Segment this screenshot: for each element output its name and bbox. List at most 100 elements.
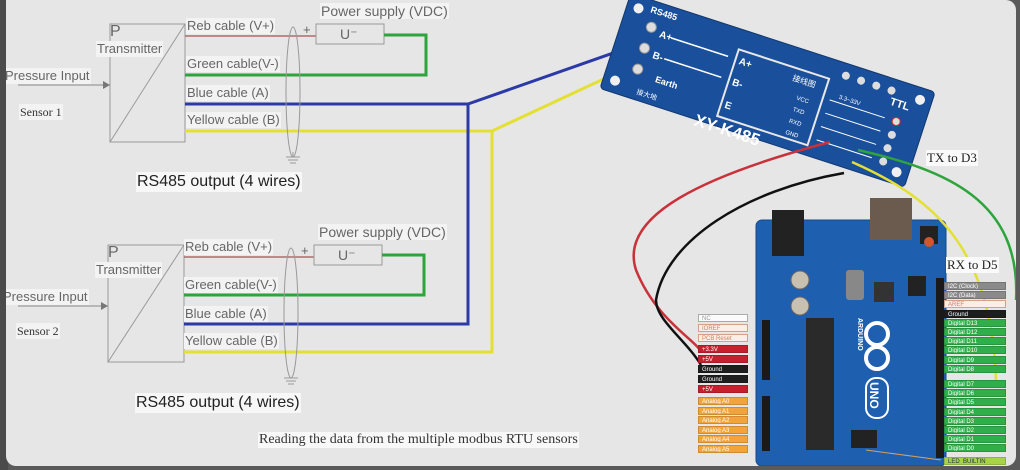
plus-sign: + bbox=[303, 22, 311, 37]
pin-label: Ground bbox=[698, 365, 748, 373]
arduino-brand: ARDUINO bbox=[856, 318, 863, 351]
arduino-uno-board: ARDUINO UNO bbox=[755, 198, 947, 466]
transmitter-diagonal bbox=[107, 244, 185, 363]
arrow-head bbox=[103, 81, 110, 89]
shield-ellipse bbox=[285, 26, 301, 158]
terminal-a bbox=[645, 21, 657, 33]
tx-wire bbox=[857, 148, 1016, 300]
svg-text:B-: B- bbox=[731, 77, 744, 91]
digital-header bbox=[936, 278, 944, 458]
usb-port bbox=[870, 198, 912, 240]
pin-label: AREF bbox=[944, 300, 1006, 309]
pin-label: Ground bbox=[944, 309, 1006, 318]
transmitter-label: Transmitter bbox=[96, 41, 164, 57]
svg-text:E: E bbox=[723, 100, 733, 113]
pin-label: IOREF bbox=[698, 324, 748, 333]
atmega-chip bbox=[806, 318, 834, 450]
cable-label-green: Green cable(V-) bbox=[184, 277, 278, 293]
sensor-name: Sensor 2 bbox=[16, 323, 60, 339]
svg-text:VCC: VCC bbox=[795, 96, 810, 106]
pin-label: +5V bbox=[698, 354, 748, 363]
cable-label-red: Reb cable (V+) bbox=[186, 18, 276, 34]
pin-label: Analog A4 bbox=[698, 435, 748, 444]
gnd-wire bbox=[654, 171, 845, 366]
capacitor bbox=[790, 296, 810, 316]
reset-button bbox=[924, 237, 934, 247]
cable-label-green: Green cable(V-) bbox=[186, 56, 280, 72]
pin-label: Digital D11 bbox=[944, 337, 1006, 346]
svg-text:GND: GND bbox=[784, 130, 799, 140]
capacitor bbox=[790, 270, 810, 290]
pin-label: Digital D10 bbox=[944, 346, 1006, 355]
tx-connection-label: TX to D3 bbox=[926, 150, 978, 166]
diagram-canvas: RS485 A+ B- Earth A+ B- E 接线图 VCC TXD RX… bbox=[6, 0, 1016, 466]
pin-label: Analog A0 bbox=[698, 397, 748, 405]
cable-label-yellow: Yellow cable (B) bbox=[186, 112, 281, 128]
power-supply-label: Power supply (VDC) bbox=[318, 224, 447, 240]
svg-text:A+: A+ bbox=[737, 56, 753, 71]
transmitter-diagonal bbox=[109, 23, 186, 143]
pin-label: Digital D4 bbox=[944, 407, 1006, 416]
yellow-cable bbox=[184, 131, 494, 354]
window-edge bbox=[0, 0, 8, 470]
pin-label: Digital D1 bbox=[944, 435, 1006, 444]
pin-label: Digital D6 bbox=[944, 389, 1006, 398]
transmitter-symbol: P bbox=[110, 23, 121, 40]
transmitter-symbol: P bbox=[108, 244, 119, 261]
pin-label: Analog A1 bbox=[698, 406, 748, 415]
rs485-module: RS485 A+ B- Earth A+ B- E 接线图 VCC TXD RX… bbox=[600, 0, 935, 187]
transmitter-box bbox=[109, 23, 186, 143]
arrow-head bbox=[101, 302, 108, 310]
pin-label: Ground bbox=[698, 375, 748, 384]
usb-chip bbox=[874, 282, 894, 302]
led-builtin-label: LED_BUILTIN bbox=[944, 457, 1006, 465]
sensor-2-schematic bbox=[18, 104, 494, 385]
pressure-input-label: Pressure Input bbox=[6, 68, 91, 84]
sensor-name: Sensor 1 bbox=[19, 104, 63, 120]
rx-connection-label: RX to D5 bbox=[946, 257, 999, 273]
svg-text:TXD: TXD bbox=[792, 107, 806, 117]
pin-label: Analog A2 bbox=[698, 416, 748, 425]
blue-cable bbox=[184, 104, 470, 326]
power-supply-label: Power supply (VDC) bbox=[320, 3, 449, 19]
led-lead bbox=[865, 449, 942, 461]
pin-label: Digital D5 bbox=[944, 398, 1006, 407]
svg-text:A+: A+ bbox=[658, 29, 674, 44]
internal-box bbox=[715, 48, 831, 147]
pressure-input-label: Pressure Input bbox=[6, 289, 89, 305]
pin-label: Digital D2 bbox=[944, 426, 1006, 434]
cable-label-yellow: Yellow cable (B) bbox=[184, 333, 279, 349]
cable-label-red: Reb cable (V+) bbox=[184, 239, 274, 255]
wiring-diagram: RS485 A+ B- Earth A+ B- E 接线图 VCC TXD RX… bbox=[18, 0, 1016, 466]
pin-label: Analog A5 bbox=[698, 445, 748, 453]
green-cable bbox=[185, 33, 428, 77]
transmitter-box bbox=[107, 244, 185, 363]
pin-label: Digital D8 bbox=[944, 364, 1006, 373]
pin-label: Digital D12 bbox=[944, 328, 1006, 336]
svg-text:B-: B- bbox=[651, 50, 664, 64]
green-cable bbox=[184, 253, 426, 297]
vcc-wire bbox=[632, 140, 831, 353]
shield-ellipse bbox=[283, 247, 299, 379]
arduino-logo-ring bbox=[864, 345, 890, 371]
pin-label: Digital D0 bbox=[944, 444, 1006, 453]
pin-label: +3.3V bbox=[698, 344, 748, 353]
plus-sign: + bbox=[301, 243, 309, 258]
icsp-header bbox=[908, 276, 926, 296]
pin-label: PCB Reset bbox=[698, 334, 748, 343]
pin-label: Digital D9 bbox=[944, 355, 1006, 364]
pin-label: Analog A3 bbox=[698, 425, 748, 434]
crystal bbox=[846, 270, 864, 300]
pin-label: I2C (Clock) bbox=[944, 282, 1006, 290]
arduino-pcb bbox=[755, 219, 947, 466]
power-symbol: U⁻ bbox=[340, 26, 358, 42]
power-header bbox=[762, 320, 770, 380]
transmitter-label: Transmitter bbox=[95, 262, 163, 278]
sensor-1-schematic bbox=[18, 23, 492, 164]
icsp-header-2 bbox=[851, 430, 877, 448]
pin-label: Digital D7 bbox=[944, 380, 1006, 388]
pin-label: I2C (Data) bbox=[944, 291, 1006, 300]
diagram-caption: Reading the data from the multiple modbu… bbox=[258, 432, 579, 448]
rs485-output-label: RS485 output (4 wires) bbox=[136, 172, 302, 192]
cable-label-blue: Blue cable (A) bbox=[184, 306, 268, 322]
